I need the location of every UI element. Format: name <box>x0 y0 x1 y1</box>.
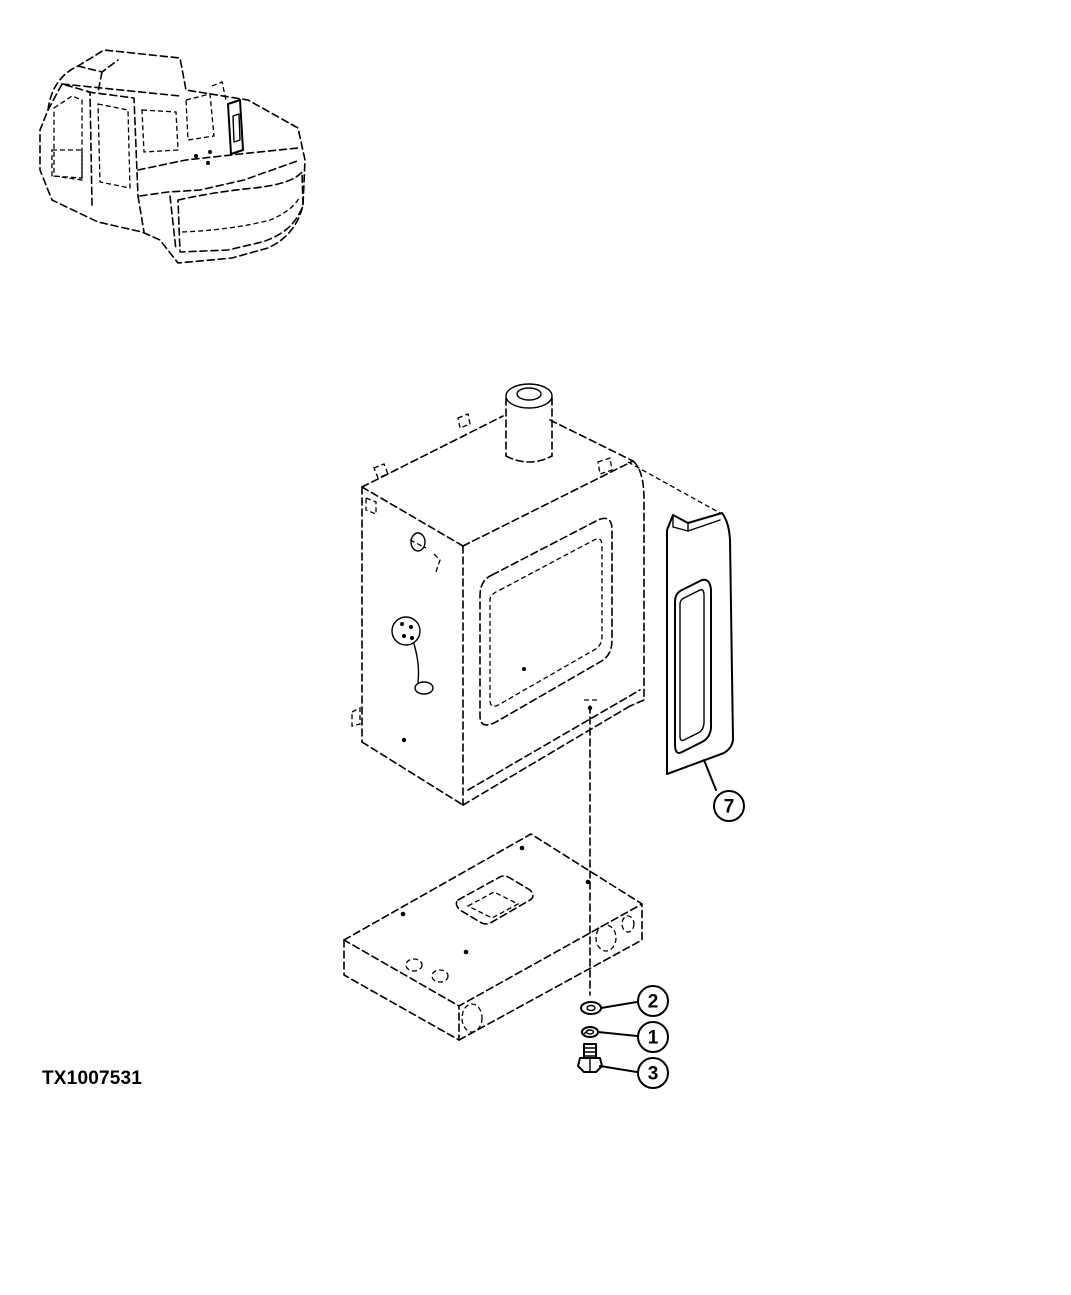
callout-1-label: 1 <box>648 1028 659 1049</box>
callout-3-label: 3 <box>648 1064 659 1085</box>
bolt <box>577 1043 603 1073</box>
washer <box>580 1001 602 1015</box>
leader-lines <box>597 759 717 1073</box>
callout-3-circle <box>637 1057 669 1089</box>
callout-7-circle <box>713 790 745 822</box>
callout-1: 1 <box>637 1021 669 1053</box>
callout-7-label: 7 <box>724 797 735 818</box>
callout-2-label: 2 <box>648 992 659 1013</box>
callout-1-circle <box>637 1021 669 1053</box>
locator-excavator <box>39 49 306 264</box>
cover-panel <box>627 461 734 775</box>
mounting-bracket <box>343 705 643 1041</box>
callout-2: 2 <box>637 985 669 1017</box>
tank-assembly <box>351 383 645 806</box>
callout-7: 7 <box>713 790 745 822</box>
lock-washer <box>581 1026 599 1038</box>
callout-2-circle <box>637 985 669 1017</box>
figure-id: TX1007531 <box>42 1068 143 1089</box>
callout-3: 3 <box>637 1057 669 1089</box>
